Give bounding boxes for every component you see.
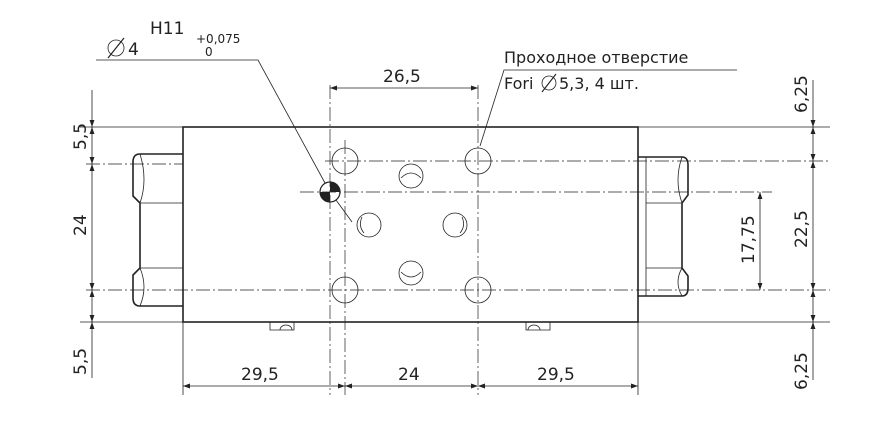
dimension-lines <box>89 80 816 389</box>
diameter-icon <box>107 37 125 59</box>
leader-lines <box>96 59 737 223</box>
pin-tolerance-callout: 4 H11 +0,075 0 <box>107 19 240 60</box>
bottom-feet <box>269 322 551 331</box>
dim-right-bottom: 6,25 <box>792 352 812 390</box>
port-holes <box>356 163 468 286</box>
dim-left-middle: 24 <box>71 214 91 236</box>
dim-bottom-right: 29,5 <box>537 365 575 385</box>
dim-right-top: 6,25 <box>792 75 812 113</box>
dim-right-inner: 17,75 <box>739 215 759 264</box>
dim-top-hole-spacing: 26,5 <box>383 67 421 87</box>
pin-tolerance-lower: 0 <box>205 45 213 59</box>
right-hex-nut <box>638 156 689 297</box>
dim-left-bottom: 5,5 <box>71 348 91 375</box>
extension-lines <box>80 126 830 395</box>
pin-diameter-label: 4 <box>128 40 139 60</box>
dim-bottom-left: 29,5 <box>241 365 279 385</box>
through-hole-spec: Fori <box>504 74 533 93</box>
through-hole-note: Проходное отверстие Fori 5,3, 4 шт. <box>504 48 688 93</box>
through-hole-value: 5,3, 4 шт. <box>559 74 639 93</box>
pin-tolerance-upper: +0,075 <box>196 32 240 46</box>
dim-bottom-middle: 24 <box>398 365 420 385</box>
pin-tolerance-class: H11 <box>150 19 184 39</box>
through-hole-title: Проходное отверстие <box>504 48 688 67</box>
diameter-icon <box>541 73 557 93</box>
center-lines <box>86 85 830 395</box>
dim-left-top: 5,5 <box>71 123 91 150</box>
left-hex-nut <box>132 153 183 307</box>
dim-right-middle: 22,5 <box>792 210 812 248</box>
valve-body <box>182 126 639 323</box>
